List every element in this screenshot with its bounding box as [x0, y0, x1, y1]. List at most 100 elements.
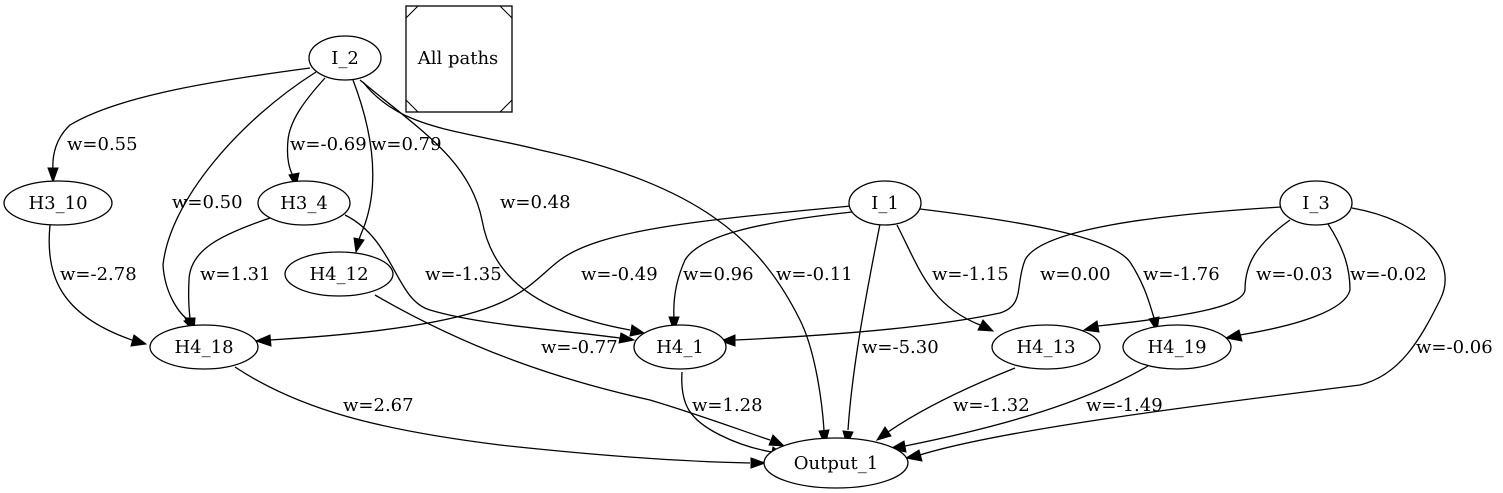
edge-arrowhead: [1224, 329, 1243, 342]
edges: w=0.55 w=0.50 w=-0.69 w=0.79 w=0.48 w=-0…: [47, 67, 1493, 469]
edge-label: w=2.67: [343, 395, 414, 416]
edge-arrowhead: [254, 334, 272, 347]
edge-line: [1239, 223, 1351, 336]
edge-label: w=-0.11: [776, 264, 853, 285]
legend-corner-br: [499, 99, 513, 113]
node-h413[interactable]: H4_13: [991, 324, 1101, 370]
edge-line: [681, 371, 773, 453]
edge-label: w=0.55: [67, 134, 138, 155]
node-h412[interactable]: H4_12: [284, 251, 394, 297]
edge-line: [734, 206, 1282, 341]
edge-h34-h41: w=-1.35: [344, 214, 636, 344]
edge-label: w=0.50: [172, 192, 243, 213]
edge-arrowhead: [184, 317, 196, 333]
edge-label: w=-0.69: [290, 134, 367, 155]
node-shape: [284, 251, 394, 297]
edge-label: w=-1.35: [425, 264, 502, 285]
edge-i2-h412: w=0.79: [352, 79, 442, 254]
edge-line: [286, 77, 326, 177]
edge-arrowhead: [719, 334, 736, 347]
edge-i3-h419: w=-0.02: [1224, 223, 1427, 342]
edge-i2-h310: w=0.55: [47, 67, 311, 184]
edge-i1-h413: w=-1.15: [896, 224, 1009, 332]
node-label: H4_13: [1016, 337, 1075, 358]
node-shape: [848, 180, 922, 226]
node-label: H4_12: [309, 264, 368, 285]
edge-label: w=0.96: [683, 264, 754, 285]
edge-label: w=-0.02: [1350, 264, 1427, 285]
node-output1[interactable]: Output_1: [763, 437, 909, 489]
edge-label: w=-1.15: [932, 264, 1009, 285]
node-label: H3_4: [280, 193, 328, 214]
node-shape: [633, 324, 727, 370]
edge-label: w=-0.03: [1256, 264, 1333, 285]
edge-line: [1097, 219, 1291, 327]
node-label: Output_1: [794, 453, 878, 474]
edge-label: w=-0.77: [541, 337, 618, 358]
edge-i1-h418: w=-0.49: [254, 205, 852, 347]
edge-line: [52, 67, 311, 171]
edge-line: [896, 224, 981, 326]
edge-arrowhead: [875, 426, 892, 441]
legend-corner-bl: [405, 99, 419, 113]
edge-label: w=0.00: [1040, 264, 1111, 285]
edge-arrowhead: [668, 316, 680, 333]
node-label: I_1: [871, 193, 899, 214]
edge-arrowhead: [904, 449, 923, 462]
edge-line: [269, 205, 852, 341]
nodes: I_2 H3_10 H3_4 H4_12 H4_18 H4_1 I_1 I_3: [3, 35, 1353, 489]
legend-corner-tr: [499, 5, 513, 19]
edge-label: w=0.48: [500, 192, 571, 213]
node-shape: [991, 324, 1101, 370]
legend: All paths: [405, 5, 513, 113]
edge-line: [904, 365, 1149, 447]
node-shape: [149, 324, 259, 370]
edge-label: w=-2.78: [60, 264, 137, 285]
node-label: I_3: [1302, 193, 1330, 214]
edge-label: w=-1.32: [953, 395, 1030, 416]
edge-arrowhead: [618, 332, 636, 344]
edge-h419-output1: w=-1.49: [888, 365, 1163, 453]
edge-arrowhead: [1082, 320, 1100, 333]
edge-i3-output1: w=-0.06: [904, 207, 1493, 462]
edge-i1-h41: w=0.96: [668, 211, 853, 333]
edge-line: [362, 81, 825, 431]
edge-label: w=-0.49: [581, 264, 658, 285]
edge-line: [673, 211, 853, 319]
node-label: H3_10: [28, 193, 87, 214]
edge-i3-h413: w=-0.03: [1082, 219, 1333, 333]
node-label: H4_18: [174, 337, 233, 358]
legend-label: All paths: [417, 48, 499, 69]
edge-h418-output1: w=2.67: [234, 366, 767, 469]
edge-arrowhead: [130, 334, 148, 347]
edge-i1-output1: w=-5.30: [842, 223, 939, 447]
node-i2[interactable]: I_2: [308, 35, 382, 81]
node-shape: [257, 180, 351, 226]
node-i3[interactable]: I_3: [1279, 180, 1353, 226]
node-h418[interactable]: H4_18: [149, 324, 259, 370]
edge-line: [187, 217, 271, 319]
node-h419[interactable]: H4_19: [1122, 324, 1232, 370]
edge-h34-h418: w=1.31: [184, 217, 271, 333]
edge-arrowhead: [750, 457, 767, 469]
edge-h413-output1: w=-1.32: [875, 367, 1030, 441]
edge-h412-output1: w=-0.77: [374, 294, 786, 447]
node-label: H4_19: [1147, 337, 1206, 358]
node-h310[interactable]: H3_10: [3, 180, 113, 226]
node-h41[interactable]: H4_1: [633, 324, 727, 370]
node-shape: [3, 180, 113, 226]
node-i1[interactable]: I_1: [848, 180, 922, 226]
edge-i3-h41: w=0.00: [719, 206, 1282, 347]
edge-arrowhead: [977, 319, 995, 332]
edge-label: w=1.31: [200, 264, 271, 285]
node-shape: [308, 35, 382, 81]
node-h34[interactable]: H3_4: [257, 180, 351, 226]
edge-line: [919, 208, 1155, 319]
edge-line: [344, 214, 621, 339]
node-shape: [1279, 180, 1353, 226]
edge-line: [352, 79, 374, 241]
node-label: H4_1: [656, 337, 704, 358]
node-shape: [1122, 324, 1232, 370]
node-shape: [763, 437, 909, 489]
